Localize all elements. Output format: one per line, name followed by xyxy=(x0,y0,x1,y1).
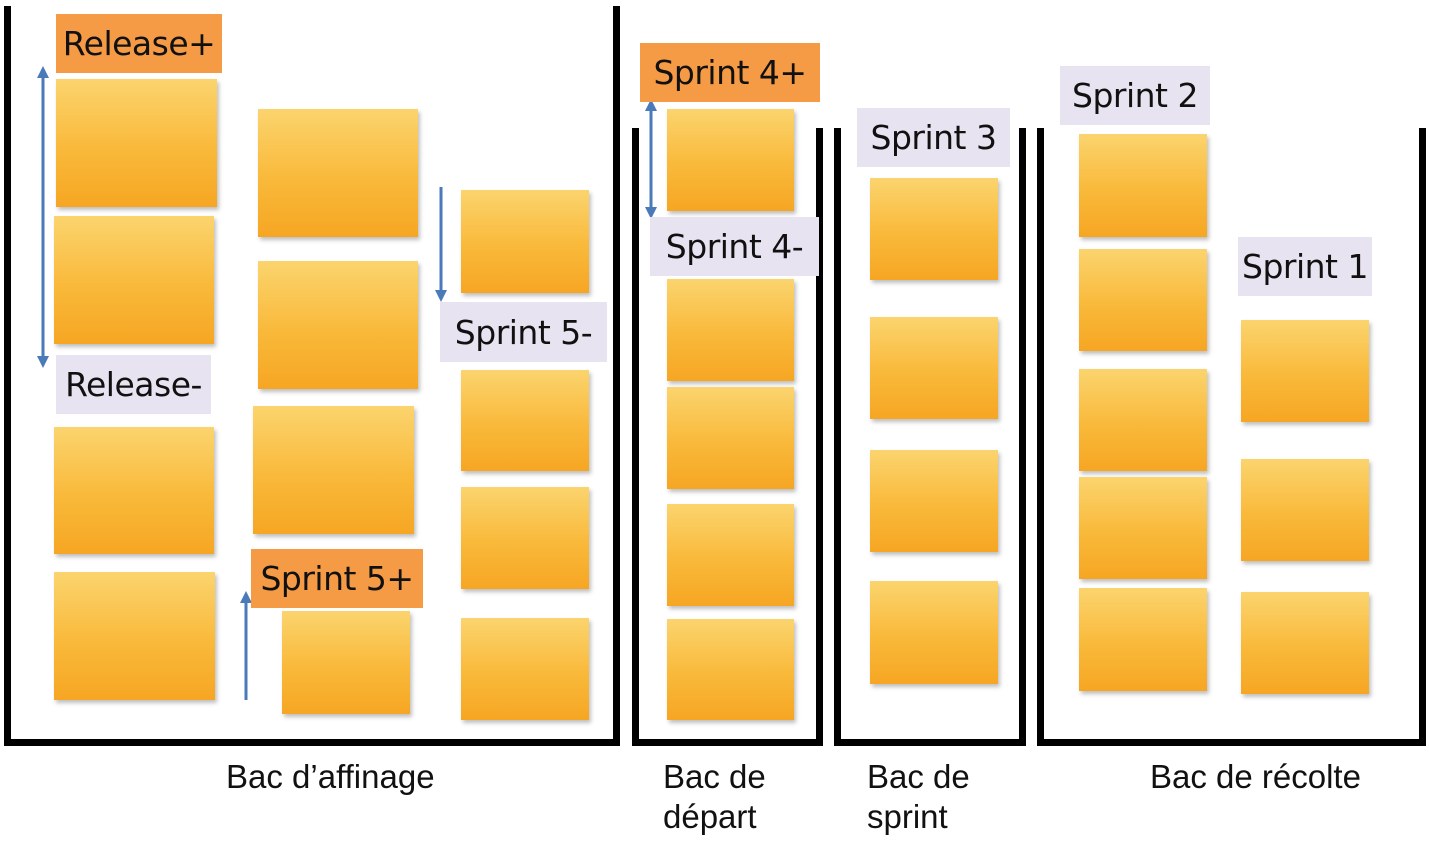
sticky-note[interactable] xyxy=(1079,588,1207,691)
tag-sprint5-plus: Sprint 5+ xyxy=(251,549,423,608)
sticky-note[interactable] xyxy=(1079,249,1207,351)
bin-depart xyxy=(632,128,823,746)
caption-bac-sprint: Bac de sprint xyxy=(867,758,970,835)
sticky-note[interactable] xyxy=(54,216,214,344)
sticky-note[interactable] xyxy=(667,109,794,211)
tag-sprint4-minus: Sprint 4- xyxy=(650,217,819,276)
sticky-note[interactable] xyxy=(1241,592,1369,694)
caption-bac-affinage: Bac d’affinage xyxy=(226,758,435,795)
sticky-note[interactable] xyxy=(667,504,794,606)
sticky-note[interactable] xyxy=(54,427,214,554)
tag-release-minus: Release- xyxy=(56,355,211,414)
sticky-note[interactable] xyxy=(870,581,998,684)
sticky-note[interactable] xyxy=(461,370,589,471)
sticky-note[interactable] xyxy=(56,79,217,207)
tag-sprint2: Sprint 2 xyxy=(1060,66,1210,125)
bin-recolte xyxy=(1037,128,1426,746)
tag-release-plus: Release+ xyxy=(56,14,222,73)
bin-sprint xyxy=(834,128,1026,746)
sticky-note[interactable] xyxy=(1241,320,1369,422)
sticky-note[interactable] xyxy=(282,611,410,714)
sticky-note[interactable] xyxy=(258,261,418,389)
bin-affinage xyxy=(4,6,620,746)
tag-sprint1: Sprint 1 xyxy=(1238,237,1372,296)
sticky-note[interactable] xyxy=(258,109,418,237)
sticky-note[interactable] xyxy=(54,572,215,700)
sticky-note[interactable] xyxy=(667,387,794,489)
caption-bac-recolte: Bac de récolte xyxy=(1150,758,1361,795)
tag-sprint5-minus: Sprint 5- xyxy=(440,302,607,362)
sticky-note[interactable] xyxy=(1079,477,1207,579)
sticky-note[interactable] xyxy=(1079,369,1207,471)
sticky-note[interactable] xyxy=(253,406,414,534)
sticky-note[interactable] xyxy=(461,190,589,293)
sticky-note[interactable] xyxy=(870,178,998,280)
caption-bac-depart: Bac de départ xyxy=(663,758,766,835)
sticky-note[interactable] xyxy=(667,619,794,720)
tag-sprint3: Sprint 3 xyxy=(857,108,1010,167)
sticky-note[interactable] xyxy=(870,317,998,419)
sticky-note[interactable] xyxy=(667,279,794,381)
sticky-note[interactable] xyxy=(1241,459,1369,561)
sticky-note[interactable] xyxy=(870,450,998,552)
sticky-note[interactable] xyxy=(1079,134,1207,237)
sticky-note[interactable] xyxy=(461,618,589,720)
sticky-note[interactable] xyxy=(461,487,589,589)
tag-sprint4-plus: Sprint 4+ xyxy=(640,43,820,102)
